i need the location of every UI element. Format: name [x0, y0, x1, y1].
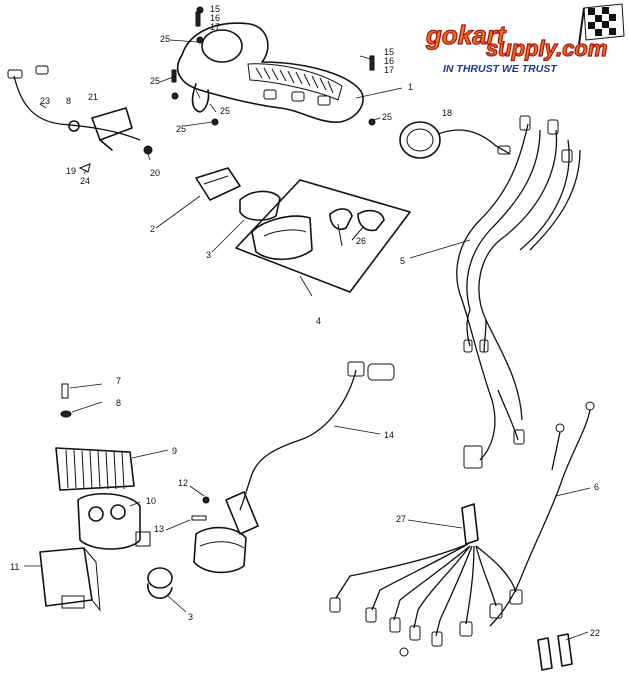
callout-25: 25 — [382, 112, 392, 122]
callout-12: 12 — [178, 478, 188, 488]
callout-9: 9 — [172, 446, 177, 456]
callout-15: 15 — [210, 4, 220, 14]
callout-19: 19 — [66, 166, 76, 176]
callout-13: 13 — [154, 524, 164, 534]
throttle-lever-assembly — [7, 65, 153, 173]
callout-17: 17 — [384, 65, 394, 75]
callout-25: 25 — [176, 124, 186, 134]
callout-11: 11 — [10, 562, 19, 572]
callout-18: 18 — [442, 108, 452, 118]
callout-15: 15 — [384, 47, 394, 57]
callout-2: 2 — [150, 224, 155, 234]
ignition-coil — [191, 361, 395, 574]
callout-25: 25 — [220, 106, 230, 116]
gokartsupply-logo: gokart supply.com IN THRUST WE TRUST — [424, 3, 625, 75]
key-switch-lower — [147, 567, 173, 599]
callout-8: 8 — [116, 398, 121, 408]
ignition-switch-set — [195, 167, 411, 293]
callout-6: 6 — [594, 482, 599, 492]
logo-line1: gokart — [425, 20, 507, 50]
callout-23: 23 — [40, 96, 50, 106]
voltage-regulator — [55, 447, 135, 491]
callout-3: 3 — [188, 612, 193, 622]
fuse-set — [537, 633, 573, 671]
checkered-flag-icon — [577, 3, 625, 53]
callout-26: 26 — [356, 236, 366, 246]
rectifier — [77, 492, 151, 550]
sub-wiring-harness — [329, 503, 523, 657]
callout-25: 25 — [160, 34, 170, 44]
logo-line2: supply.com — [486, 36, 607, 61]
part-callouts: 15 16 17 25 25 25 25 25 15 16 17 1 18 23… — [10, 4, 600, 638]
callout-25: 25 — [150, 76, 160, 86]
callout-1: 1 — [408, 82, 413, 92]
taillight-harness — [489, 401, 595, 627]
callout-17: 17 — [210, 22, 220, 32]
callout-14: 14 — [384, 430, 394, 440]
callout-21: 21 — [88, 92, 98, 102]
callout-22: 22 — [590, 628, 600, 638]
callout-16: 16 — [384, 56, 394, 66]
callout-24: 24 — [80, 176, 90, 186]
callout-20: 20 — [150, 168, 160, 178]
gauge — [399, 121, 511, 159]
handlebar-housing — [171, 6, 376, 126]
main-wiring-harness — [456, 115, 581, 469]
callout-16: 16 — [210, 13, 220, 23]
bolt-and-washer — [60, 383, 72, 418]
callout-10: 10 — [146, 496, 156, 506]
leader-lines — [24, 39, 591, 641]
cdi-unit — [39, 547, 101, 612]
callout-8: 8 — [66, 96, 71, 106]
callout-4: 4 — [316, 316, 321, 326]
callout-5: 5 — [400, 256, 405, 266]
logo-tagline: IN THRUST WE TRUST — [443, 63, 558, 75]
callout-27: 27 — [396, 514, 406, 524]
callout-3: 3 — [206, 250, 211, 260]
callout-7: 7 — [116, 376, 121, 386]
